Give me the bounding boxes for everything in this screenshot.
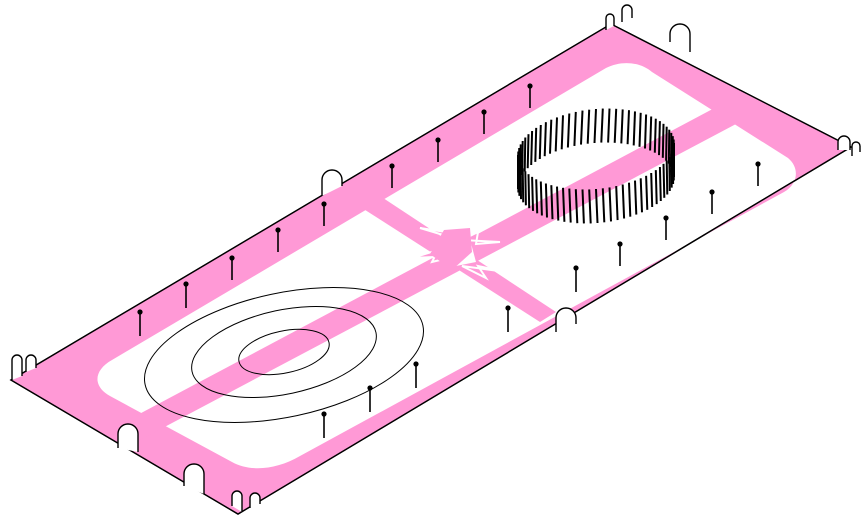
ring-spike <box>634 111 635 145</box>
arch-right-corner-b <box>852 142 860 156</box>
arch-left-corner <box>12 355 22 380</box>
ring-spike <box>522 141 523 175</box>
post-cap <box>322 412 326 416</box>
post-cap <box>756 162 760 166</box>
post-cap <box>184 282 188 286</box>
arch-bottom-corner-b <box>250 493 260 508</box>
ring-spike <box>664 164 665 198</box>
ring-spike <box>608 109 609 143</box>
ring-spike <box>621 109 622 143</box>
ring-spike <box>645 115 646 149</box>
arch-bottom-left <box>118 424 138 452</box>
ring-spike <box>532 177 533 211</box>
ring-spike <box>562 115 563 149</box>
ring-spike <box>623 185 624 219</box>
post-cap <box>414 362 418 366</box>
ring-spike <box>569 189 570 223</box>
arch-bottom <box>184 464 204 494</box>
ring-spike <box>563 188 564 222</box>
ring-spike <box>557 187 558 221</box>
post-cap <box>482 110 486 114</box>
ring-spike <box>528 134 529 168</box>
ring-spike <box>525 171 526 205</box>
post-cap <box>276 228 280 232</box>
ring-spike <box>629 183 630 217</box>
ring-spike <box>583 189 584 223</box>
arch-middle-right <box>556 308 576 332</box>
ring-spike <box>641 178 642 212</box>
ring-spike <box>669 130 670 164</box>
ring-spike <box>646 176 647 210</box>
ring-spike <box>667 161 668 195</box>
ring-spike <box>529 174 530 208</box>
ring-spike <box>635 181 636 215</box>
ring-spike <box>650 117 651 151</box>
ring-spike <box>531 131 532 165</box>
ring-spike <box>535 128 536 162</box>
arch-top-right <box>670 24 690 52</box>
post-cap <box>436 138 440 142</box>
arch-top-corner-b <box>622 5 632 22</box>
post-cap <box>138 310 142 314</box>
ring-spike <box>568 114 569 148</box>
ring-spike <box>545 122 546 156</box>
ring-spike <box>556 117 557 151</box>
ring-spike <box>660 167 661 201</box>
ring-spike <box>574 112 575 146</box>
ring-spike <box>550 120 551 154</box>
post-cap <box>230 256 234 260</box>
post-cap <box>618 242 622 246</box>
ring-spike <box>663 124 664 158</box>
ring-spike <box>616 186 617 220</box>
post-cap <box>506 306 510 310</box>
post-cap <box>574 266 578 270</box>
ring-spike <box>656 170 657 204</box>
ring-spike <box>551 185 552 219</box>
ring-spike <box>525 138 526 172</box>
post-cap <box>664 216 668 220</box>
ring-spike <box>640 113 641 147</box>
ring-spike <box>628 110 629 144</box>
post-cap <box>322 202 326 206</box>
ring-spike <box>659 121 660 155</box>
ring-spike <box>546 184 547 218</box>
arch-right-corner <box>838 136 850 150</box>
ring-spike <box>666 127 667 161</box>
ring-spike <box>651 173 652 207</box>
post-cap <box>528 84 532 88</box>
ring-spike <box>655 119 656 153</box>
post-cap <box>368 386 372 390</box>
ring-spike <box>536 179 537 213</box>
post-cap <box>390 164 394 168</box>
ring-spike <box>540 125 541 159</box>
post-cap <box>710 190 714 194</box>
ring-spike <box>541 182 542 216</box>
